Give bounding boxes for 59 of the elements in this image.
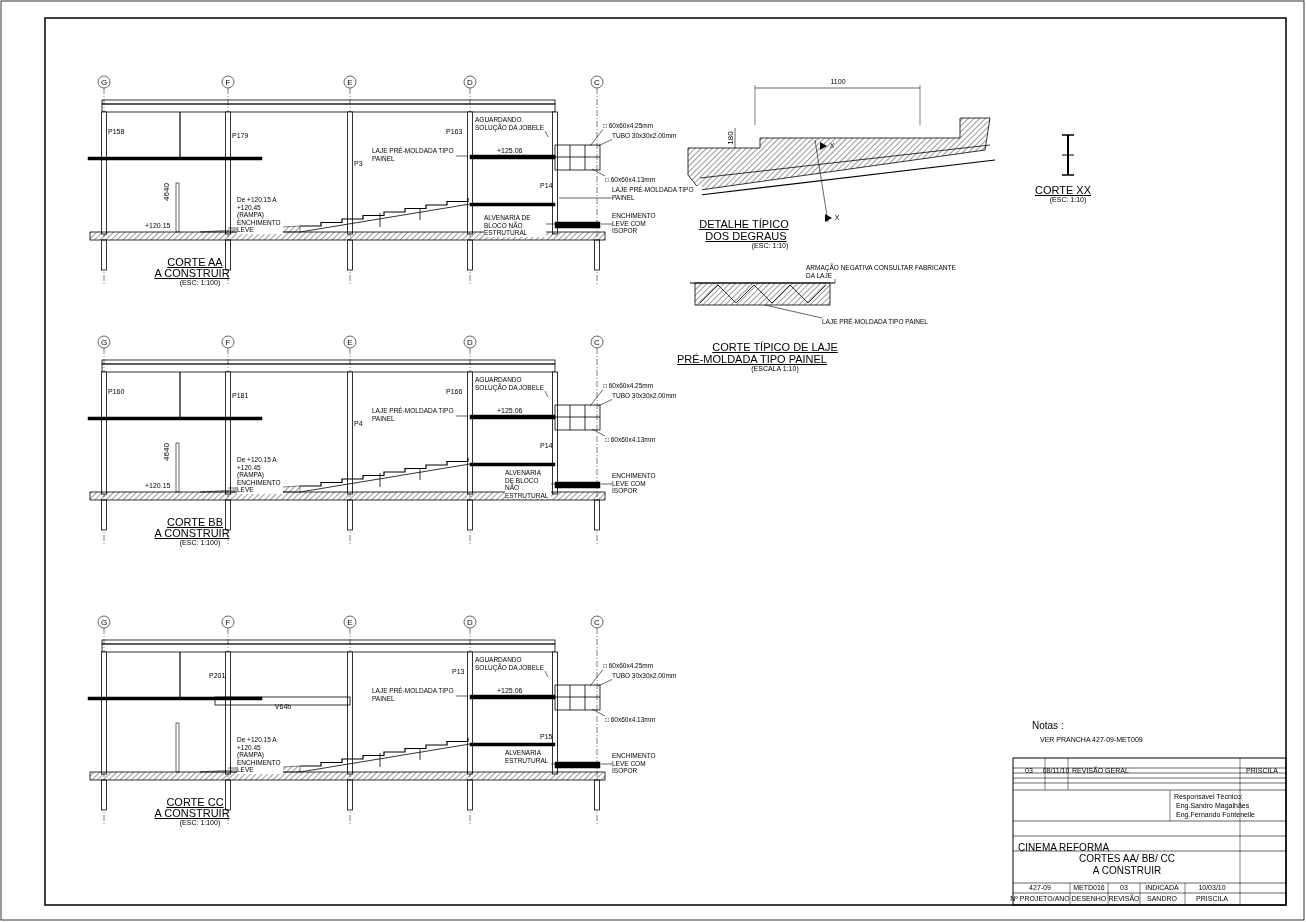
- grid-axis-label: G: [100, 77, 108, 87]
- grid-axis-label: E: [347, 337, 353, 347]
- notes-heading: Notas :: [1032, 720, 1064, 731]
- grid-axis-label: F: [225, 337, 231, 347]
- leader-line: [455, 415, 469, 417]
- grid-axis-label: D: [467, 77, 473, 87]
- grid-axis-label: C: [594, 77, 600, 87]
- leader-line: [591, 428, 606, 437]
- detail-title: DOS DEGRAUS: [705, 230, 787, 242]
- section-title: CORTE AA: [167, 256, 223, 268]
- leader-line: [544, 670, 549, 678]
- leader-line: [600, 223, 613, 225]
- leader-line: [227, 227, 238, 229]
- leader-line: [545, 223, 561, 225]
- leader-line: [558, 197, 613, 199]
- leader-line: [764, 304, 823, 319]
- leader-line: [834, 278, 836, 284]
- grid-axis-label: F: [225, 617, 231, 627]
- grid-axis-label: D: [467, 617, 473, 627]
- detail-title: CORTE XX: [1035, 184, 1091, 196]
- grid-axis-label: C: [594, 337, 600, 347]
- leader-line: [591, 708, 606, 717]
- leader-line: [600, 483, 613, 485]
- grid-axis-label: G: [100, 617, 108, 627]
- leader-line: [600, 763, 613, 765]
- leader-line: [455, 155, 469, 157]
- leader-line: [597, 679, 613, 687]
- detail-title: PRÉ-MOLDADA TIPO PAINEL: [677, 353, 827, 365]
- slab-section-drawing: [689, 282, 836, 306]
- leader-line: [589, 669, 604, 687]
- drawing-title: CORTES AA/ BB/ CC: [1079, 852, 1175, 864]
- drawing-title: A CONSTRUIR: [1092, 864, 1162, 876]
- dimension-text: 4640: [161, 443, 171, 461]
- grid-axis-label: C: [594, 617, 600, 627]
- leader-line: [455, 695, 469, 697]
- section-title: A CONSTRUIR: [154, 267, 230, 279]
- section-title: A CONSTRUIR: [154, 807, 230, 819]
- section-title: A CONSTRUIR: [154, 527, 230, 539]
- table-text: CINEMA REFORMA: [1018, 842, 1110, 853]
- dimension-text: 180: [725, 131, 735, 145]
- leader-line: [597, 139, 613, 147]
- grid-axis-label: G: [100, 337, 108, 347]
- section-title: CORTE BB: [167, 516, 223, 528]
- grid-axis-label: E: [347, 617, 353, 627]
- leader-line: [227, 487, 238, 489]
- section-title: CORTE CC: [166, 796, 224, 808]
- detail-title: CORTE TÍPICO DE LAJE: [712, 341, 838, 353]
- detail-title: DETALHE TÍPICO: [699, 218, 789, 230]
- leader-line: [544, 390, 549, 398]
- leader-line: [597, 399, 613, 407]
- grid-axis-label: E: [347, 77, 353, 87]
- leader-line: [591, 168, 606, 177]
- grid-axis-label: F: [225, 77, 231, 87]
- leader-line: [589, 389, 604, 407]
- leader-line: [544, 130, 549, 138]
- leader-line: [589, 129, 604, 147]
- leader-line: [227, 767, 238, 769]
- dimension-text: 4640: [161, 183, 171, 201]
- grid-axis-label: D: [467, 337, 473, 347]
